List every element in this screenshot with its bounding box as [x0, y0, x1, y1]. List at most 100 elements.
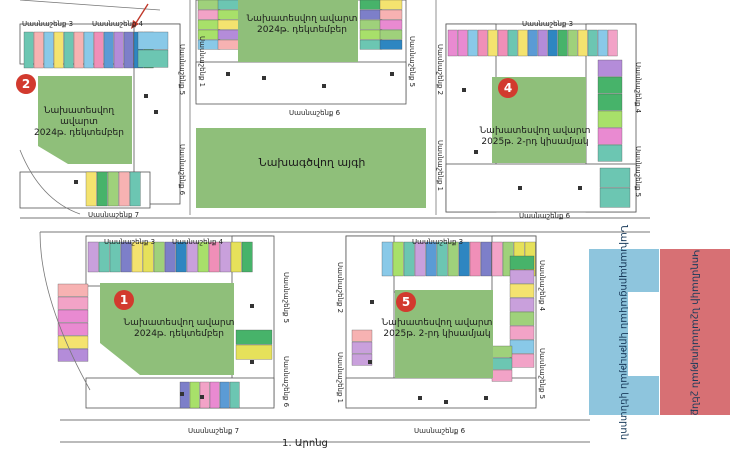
apartment-unit — [189, 381, 200, 409]
apartment-unit — [509, 325, 535, 340]
apartment-unit — [229, 381, 240, 409]
section-label: Սասնաշենք 1 — [198, 36, 206, 88]
section-label: Սասնաշենք 7 — [188, 427, 240, 435]
apartment-unit — [43, 31, 54, 69]
section-label: Սասնաշենք 4 — [92, 20, 144, 28]
apartment-unit — [607, 29, 618, 57]
apartment-unit — [351, 341, 373, 354]
apartment-unit — [107, 171, 119, 207]
section-label: Սասնաշենք 4 — [172, 238, 224, 246]
apartment-unit — [123, 31, 134, 69]
apartment-unit — [487, 29, 498, 57]
entrance-marker — [74, 180, 78, 184]
section-label: Սասնաշենք 5 — [408, 36, 416, 88]
apartment-unit — [23, 31, 34, 69]
pointer-arrow-head — [131, 20, 139, 29]
section-label: Սասնաշենք 5 — [634, 146, 642, 198]
apartment-unit — [219, 241, 231, 273]
building-shell — [345, 377, 537, 409]
entrance-marker — [154, 110, 158, 114]
apartment-unit — [57, 309, 89, 323]
entrance-marker — [322, 84, 326, 88]
entrance-marker — [226, 72, 230, 76]
red-building[interactable]: Կողմնակի նշանակության շենք — [660, 249, 730, 415]
apartment-unit — [73, 31, 84, 69]
apartment-unit — [241, 241, 253, 273]
blue-building-courtyard — [628, 292, 660, 376]
yard-2 — [38, 76, 132, 164]
apartment-unit — [359, 9, 383, 20]
section-label: Սասնաշենք 3 — [522, 20, 574, 28]
building-shell — [195, 61, 407, 105]
marker-2[interactable]: 2 — [16, 74, 36, 94]
apartment-unit — [197, 0, 221, 10]
apartment-unit — [517, 29, 528, 57]
section-label: Սասնաշենք 4 — [538, 260, 546, 312]
apartment-unit — [137, 31, 169, 50]
section-label: Սասնաշենք 6 — [282, 356, 290, 408]
section-label: Սասնաշենք 3 — [412, 238, 464, 246]
apartment-unit — [359, 29, 383, 40]
apartment-unit — [467, 29, 478, 57]
apartment-unit — [491, 369, 513, 382]
apartment-unit — [509, 255, 535, 270]
apartment-unit — [235, 329, 273, 345]
apartment-unit — [63, 31, 74, 69]
apartment-unit — [507, 29, 518, 57]
apartment-unit — [93, 31, 104, 69]
apartment-unit — [217, 29, 241, 40]
section-label: Սասնաշենք 1 — [436, 140, 444, 192]
entrance-marker — [474, 150, 478, 154]
red-building-label: Կողմնակի նշանակության շենք — [689, 249, 701, 415]
apartment-unit — [87, 241, 99, 273]
yard-5-label: Նախատեսվող ավարտ 2025թ. 2-րդ կիսամյակ — [381, 318, 493, 339]
apartment-unit — [491, 357, 513, 370]
apartment-unit — [113, 31, 124, 69]
apartment-unit — [447, 29, 458, 57]
apartment-unit — [597, 59, 623, 77]
apartment-unit — [577, 29, 588, 57]
apartment-unit — [509, 283, 535, 298]
apartment-unit — [597, 144, 623, 162]
apartment-unit — [109, 241, 121, 273]
apartment-unit — [567, 29, 578, 57]
apartment-unit — [458, 241, 470, 277]
yard-2-label: Նախատեսվող ավարտ 2024թ. դեկտեմբեր — [34, 106, 124, 138]
apartment-unit — [491, 345, 513, 358]
apartment-unit — [403, 241, 415, 277]
apartment-unit — [597, 110, 623, 128]
section-label: Սասնաշենք 2 — [436, 44, 444, 96]
apartment-unit — [379, 0, 403, 10]
entrance-marker — [370, 300, 374, 304]
marker-4[interactable]: 4 — [498, 78, 518, 98]
apartment-unit — [197, 241, 209, 273]
marker-5[interactable]: 5 — [396, 292, 416, 312]
section-label: Սասնաշենք 5 — [282, 272, 290, 324]
apartment-unit — [425, 241, 437, 277]
apartment-unit — [57, 296, 89, 310]
yard-4-label: Նախատեսվող ավարտ 2025թ. 2-րդ կիսամյակ — [479, 126, 591, 147]
apartment-unit — [379, 19, 403, 30]
entrance-marker — [578, 186, 582, 190]
apartment-unit — [186, 241, 198, 273]
apartment-unit — [359, 39, 383, 50]
apartment-unit — [599, 167, 631, 188]
apartment-unit — [414, 241, 426, 277]
entrance-marker — [390, 72, 394, 76]
apartment-unit — [509, 311, 535, 326]
section-label: Սասնաշենք 3 — [22, 20, 74, 28]
marker-1[interactable]: 1 — [114, 290, 134, 310]
yard-1-shape — [100, 283, 234, 375]
apartment-unit — [217, 0, 241, 10]
road-label: 1․ Արոնց — [282, 438, 328, 449]
apartment-unit — [33, 31, 44, 69]
apartment-unit — [219, 381, 230, 409]
section-label: Սասնաշենք 6 — [519, 212, 571, 220]
section-label: Սասնաշենք 6 — [289, 109, 341, 117]
apartment-unit — [491, 241, 503, 277]
apartment-unit — [103, 31, 114, 69]
apartment-unit — [57, 348, 89, 362]
apartment-unit — [137, 49, 169, 68]
entrance-marker — [250, 304, 254, 308]
apartment-unit — [217, 19, 241, 30]
